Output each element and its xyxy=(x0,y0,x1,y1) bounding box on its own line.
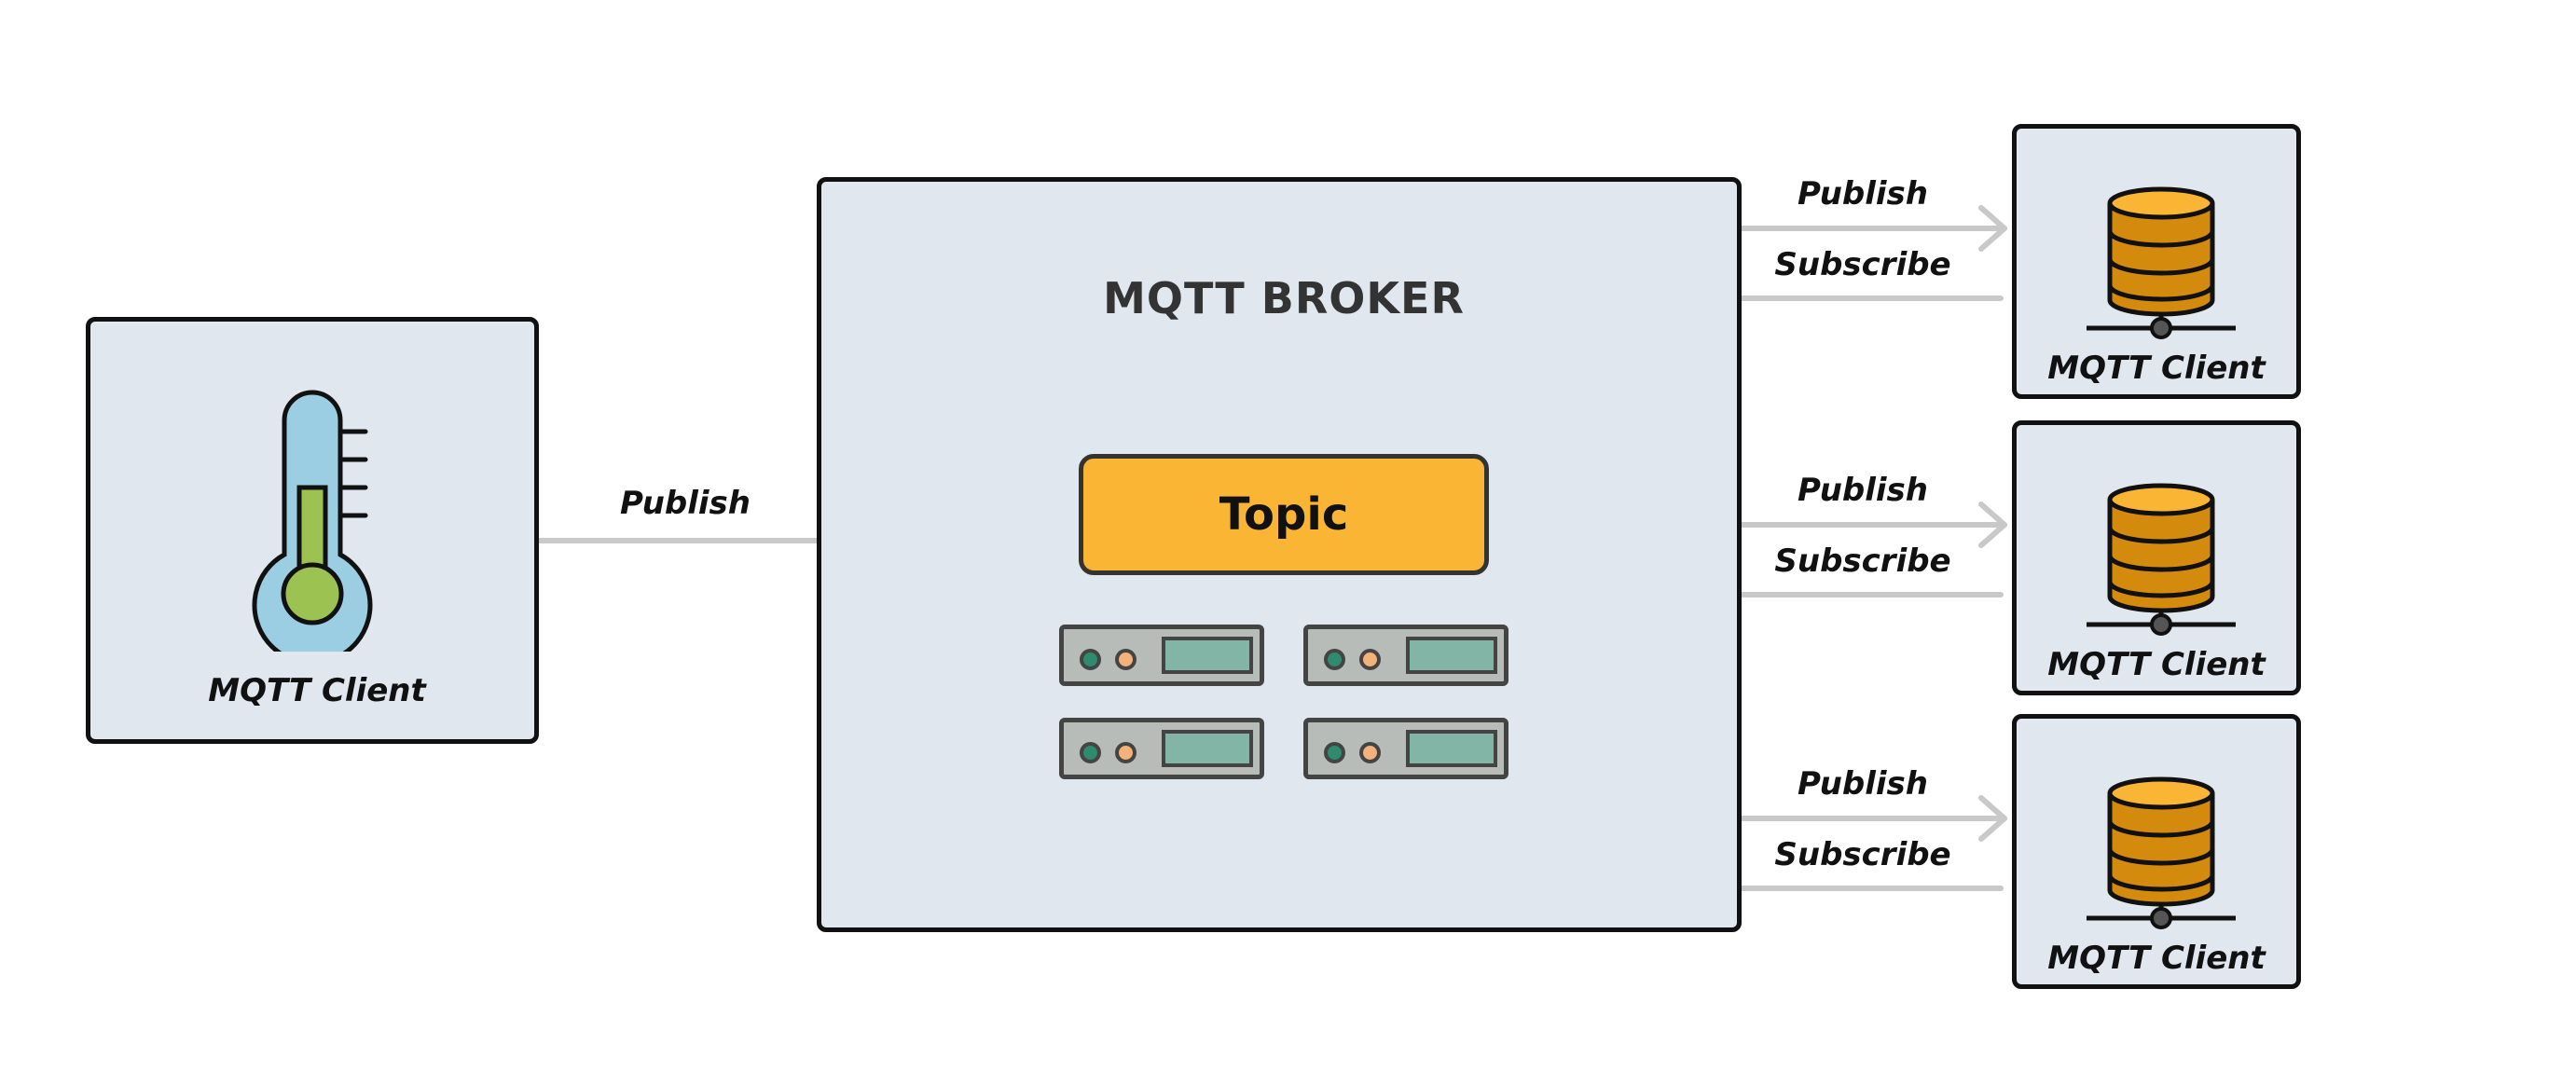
topic-box: Topic xyxy=(1079,454,1489,575)
row2-subscribe-label: Subscribe xyxy=(1774,542,1951,580)
left-client-label: MQTT Client xyxy=(208,672,426,709)
right-client-label-2: MQTT Client xyxy=(2047,646,2266,683)
server-unit xyxy=(1059,718,1264,779)
broker-title: MQTT BROKER xyxy=(1103,273,1465,323)
right-client-box-2: MQTT Client xyxy=(2012,420,2301,695)
row3-publish-label: Publish xyxy=(1797,765,1929,803)
server-unit xyxy=(1303,718,1508,779)
database-icon xyxy=(2087,776,2236,929)
server-display xyxy=(1162,637,1253,674)
row1-subscribe-label: Subscribe xyxy=(1774,246,1951,283)
server-status-led xyxy=(1324,649,1345,670)
left-publish-label: Publish xyxy=(619,485,751,522)
thermometer-icon xyxy=(252,390,373,652)
broker-box: MQTT BROKER Topic xyxy=(817,177,1742,932)
server-status-led xyxy=(1080,742,1101,763)
row2-publish-label: Publish xyxy=(1797,472,1929,509)
row3-subscribe-label: Subscribe xyxy=(1774,836,1951,873)
row1-publish-label: Publish xyxy=(1797,175,1929,213)
server-unit xyxy=(1303,625,1508,686)
right-client-label-3: MQTT Client xyxy=(2047,940,2266,977)
server-power-led xyxy=(1359,742,1381,763)
server-power-led xyxy=(1359,649,1381,670)
right-client-label-1: MQTT Client xyxy=(2047,350,2266,387)
database-icon xyxy=(2087,186,2236,339)
right-client-box-1: MQTT Client xyxy=(2012,124,2301,399)
server-status-led xyxy=(1324,742,1345,763)
server-display xyxy=(1406,730,1497,767)
server-display xyxy=(1162,730,1253,767)
server-status-led xyxy=(1080,649,1101,670)
left-client-box: MQTT Client xyxy=(86,317,539,744)
server-unit xyxy=(1059,625,1264,686)
database-icon xyxy=(2087,483,2236,636)
right-client-box-3: MQTT Client xyxy=(2012,714,2301,989)
server-power-led xyxy=(1115,649,1136,670)
server-power-led xyxy=(1115,742,1136,763)
server-display xyxy=(1406,637,1497,674)
